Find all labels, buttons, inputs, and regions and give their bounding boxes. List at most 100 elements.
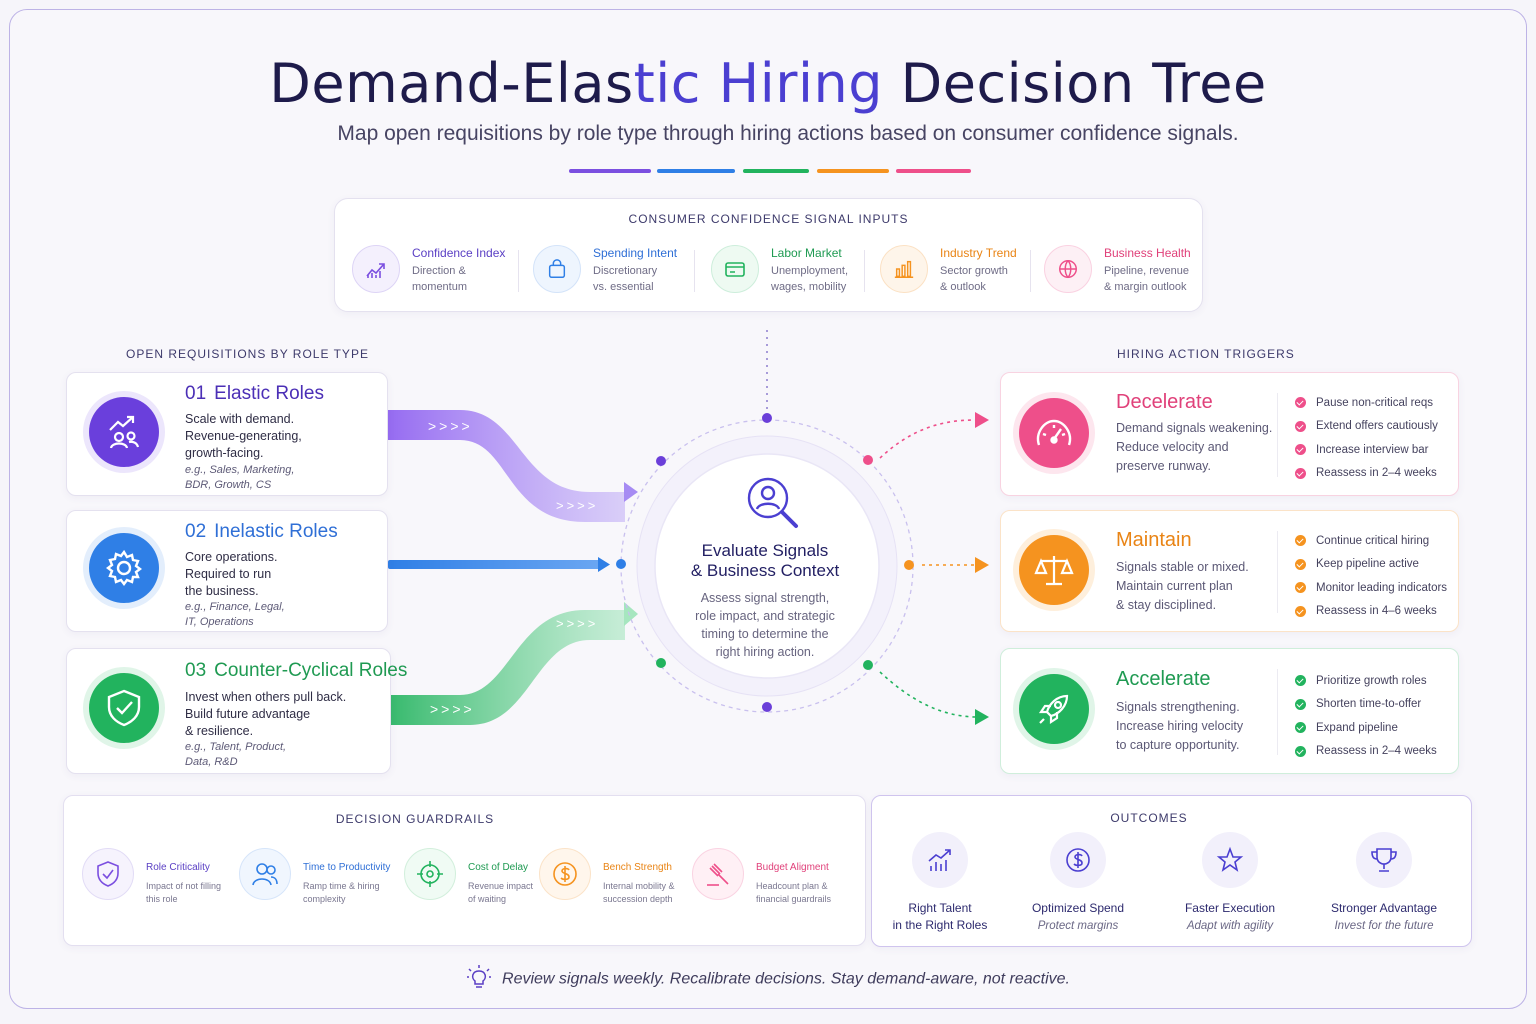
page-title: Demand-Elastic Hiring Decision Tree	[269, 52, 1267, 115]
divider	[694, 250, 695, 292]
speedometer-icon	[1019, 398, 1089, 468]
trigger-card-accelerate: Accelerate Signals strengthening. Increa…	[1000, 648, 1459, 774]
divider	[1030, 250, 1031, 292]
maintain-arrowhead	[975, 557, 989, 573]
trigger-card-decelerate: Decelerate Demand signals weakening. Red…	[1000, 372, 1459, 496]
trigger-description: Demand signals weakening. Reduce velocit…	[1116, 421, 1273, 473]
list-item: Keep pipeline active	[1295, 553, 1447, 577]
list-item: Reassess in 4–6 weeks	[1295, 600, 1447, 624]
id-card-icon	[711, 245, 759, 293]
elastic-flow-band	[388, 410, 625, 522]
outcomes-label: OUTCOMES	[1110, 811, 1188, 825]
flow-chevrons: >>>>	[556, 498, 599, 513]
center-title: Evaluate Signals & Business Context	[690, 541, 840, 580]
shield-icon	[82, 848, 134, 900]
ring-dot	[762, 702, 772, 712]
accent-bar-purple	[569, 169, 651, 173]
signal-inputs-label: CONSUMER CONFIDENCE SIGNAL INPUTS	[628, 212, 909, 226]
signal-confidence-index: Confidence Index Direction & momentum	[352, 243, 522, 299]
growth-chart-icon	[912, 832, 968, 888]
trend-chart-icon	[352, 245, 400, 293]
guardrail-bench-strength: Bench Strength Internal mobility & succe…	[539, 848, 699, 908]
trigger-bullet-list: Pause non-critical reqs Extend offers ca…	[1295, 391, 1438, 485]
trigger-title: Maintain	[1116, 529, 1192, 551]
decelerate-arrowhead	[975, 412, 989, 428]
dollar-icon	[1050, 832, 1106, 888]
outcome-right-talent: Right Talent in the Right Roles	[865, 832, 1015, 934]
signal-business-health: Business Health Pipeline, revenue & marg…	[1044, 243, 1214, 299]
role-description: Scale with demand. Revenue-generating, g…	[185, 412, 302, 460]
ring-dot	[656, 456, 666, 466]
accent-bar-green	[743, 169, 809, 173]
rocket-icon	[1019, 674, 1089, 744]
center-description: Assess signal strength, role impact, and…	[695, 591, 835, 659]
divider	[1277, 393, 1278, 477]
role-description: Core operations. Required to run the bus…	[185, 550, 278, 598]
divider	[1277, 531, 1278, 613]
list-item: Prioritize growth roles	[1295, 669, 1437, 693]
roles-section-label: OPEN REQUISITIONS BY ROLE TYPE	[126, 347, 369, 361]
list-item: Reassess in 2–4 weeks	[1295, 740, 1437, 764]
scales-icon	[1019, 535, 1089, 605]
list-item: Increase interview bar	[1295, 438, 1438, 462]
gavel-icon	[692, 848, 744, 900]
guardrail-cost-of-delay: Cost of Delay Revenue impact of waiting	[404, 848, 564, 908]
outcome-optimized-spend: Optimized Spend Protect margins	[1003, 832, 1153, 932]
search-person-icon	[740, 474, 802, 537]
shield-check-icon	[89, 673, 159, 743]
guardrails-label: DECISION GUARDRAILS	[335, 812, 495, 826]
list-item: Extend offers cautiously	[1295, 415, 1438, 439]
trigger-title: Accelerate	[1116, 668, 1211, 690]
list-item: Expand pipeline	[1295, 716, 1437, 740]
ring-dot	[863, 455, 873, 465]
ring-dot	[616, 559, 626, 569]
target-icon	[404, 848, 456, 900]
signal-labor-market: Labor Market Unemployment, wages, mobili…	[711, 243, 881, 299]
growth-people-icon	[89, 397, 159, 467]
trigger-bullet-list: Prioritize growth roles Shorten time-to-…	[1295, 669, 1437, 763]
role-examples: e.g., Sales, Marketing, BDR, Growth, CS	[185, 464, 295, 491]
ring-dot	[762, 413, 772, 423]
accent-bar-orange	[817, 169, 889, 173]
elastic-flow-arrowhead	[624, 482, 638, 502]
list-item: Pause non-critical reqs	[1295, 391, 1438, 415]
accelerate-connector	[879, 671, 976, 718]
outcome-faster-execution: Faster Execution Adapt with agility	[1155, 832, 1305, 932]
list-item: Continue critical hiring	[1295, 529, 1447, 553]
guardrail-time-to-productivity: Time to Productivity Ramp time & hiring …	[239, 848, 399, 908]
role-description: Invest when others pull back. Build futu…	[185, 690, 347, 738]
outcome-stronger-advantage: Stronger Advantage Invest for the future	[1309, 832, 1459, 932]
flow-chevrons: >>>>	[428, 418, 473, 434]
trigger-bullet-list: Continue critical hiring Keep pipeline a…	[1295, 529, 1447, 623]
counter-cyclical-flow-arrowhead	[624, 602, 638, 626]
divider	[864, 250, 865, 292]
trigger-card-maintain: Maintain Signals stable or mixed. Mainta…	[1000, 510, 1459, 632]
people-icon	[239, 848, 291, 900]
guardrail-role-criticality: Role Criticality Impact of not filling t…	[82, 848, 242, 908]
gear-icon	[89, 533, 159, 603]
list-item: Reassess in 2–4 weeks	[1295, 462, 1438, 486]
role-examples: e.g., Talent, Product, Data, R&D	[185, 741, 287, 768]
triggers-section-label: HIRING ACTION TRIGGERS	[1117, 347, 1295, 361]
accent-bar-pink	[896, 169, 971, 173]
dollar-coin-icon	[539, 848, 591, 900]
trigger-title: Decelerate	[1116, 391, 1213, 413]
trigger-description: Signals stable or mixed. Maintain curren…	[1116, 560, 1249, 612]
ring-dot	[656, 658, 666, 668]
ring-dot	[904, 560, 914, 570]
center-inner-circle	[654, 453, 880, 679]
footer-note: Review signals weekly. Recalibrate decis…	[0, 964, 1536, 995]
decelerate-connector	[879, 419, 976, 459]
inelastic-flow-band	[388, 560, 600, 569]
accent-bar-blue	[657, 169, 735, 173]
ring-dot	[863, 660, 873, 670]
trophy-icon	[1356, 832, 1412, 888]
flow-chevrons: >>>>	[556, 616, 599, 631]
lightbulb-icon	[466, 964, 492, 995]
counter-cyclical-flow-band	[390, 610, 625, 725]
